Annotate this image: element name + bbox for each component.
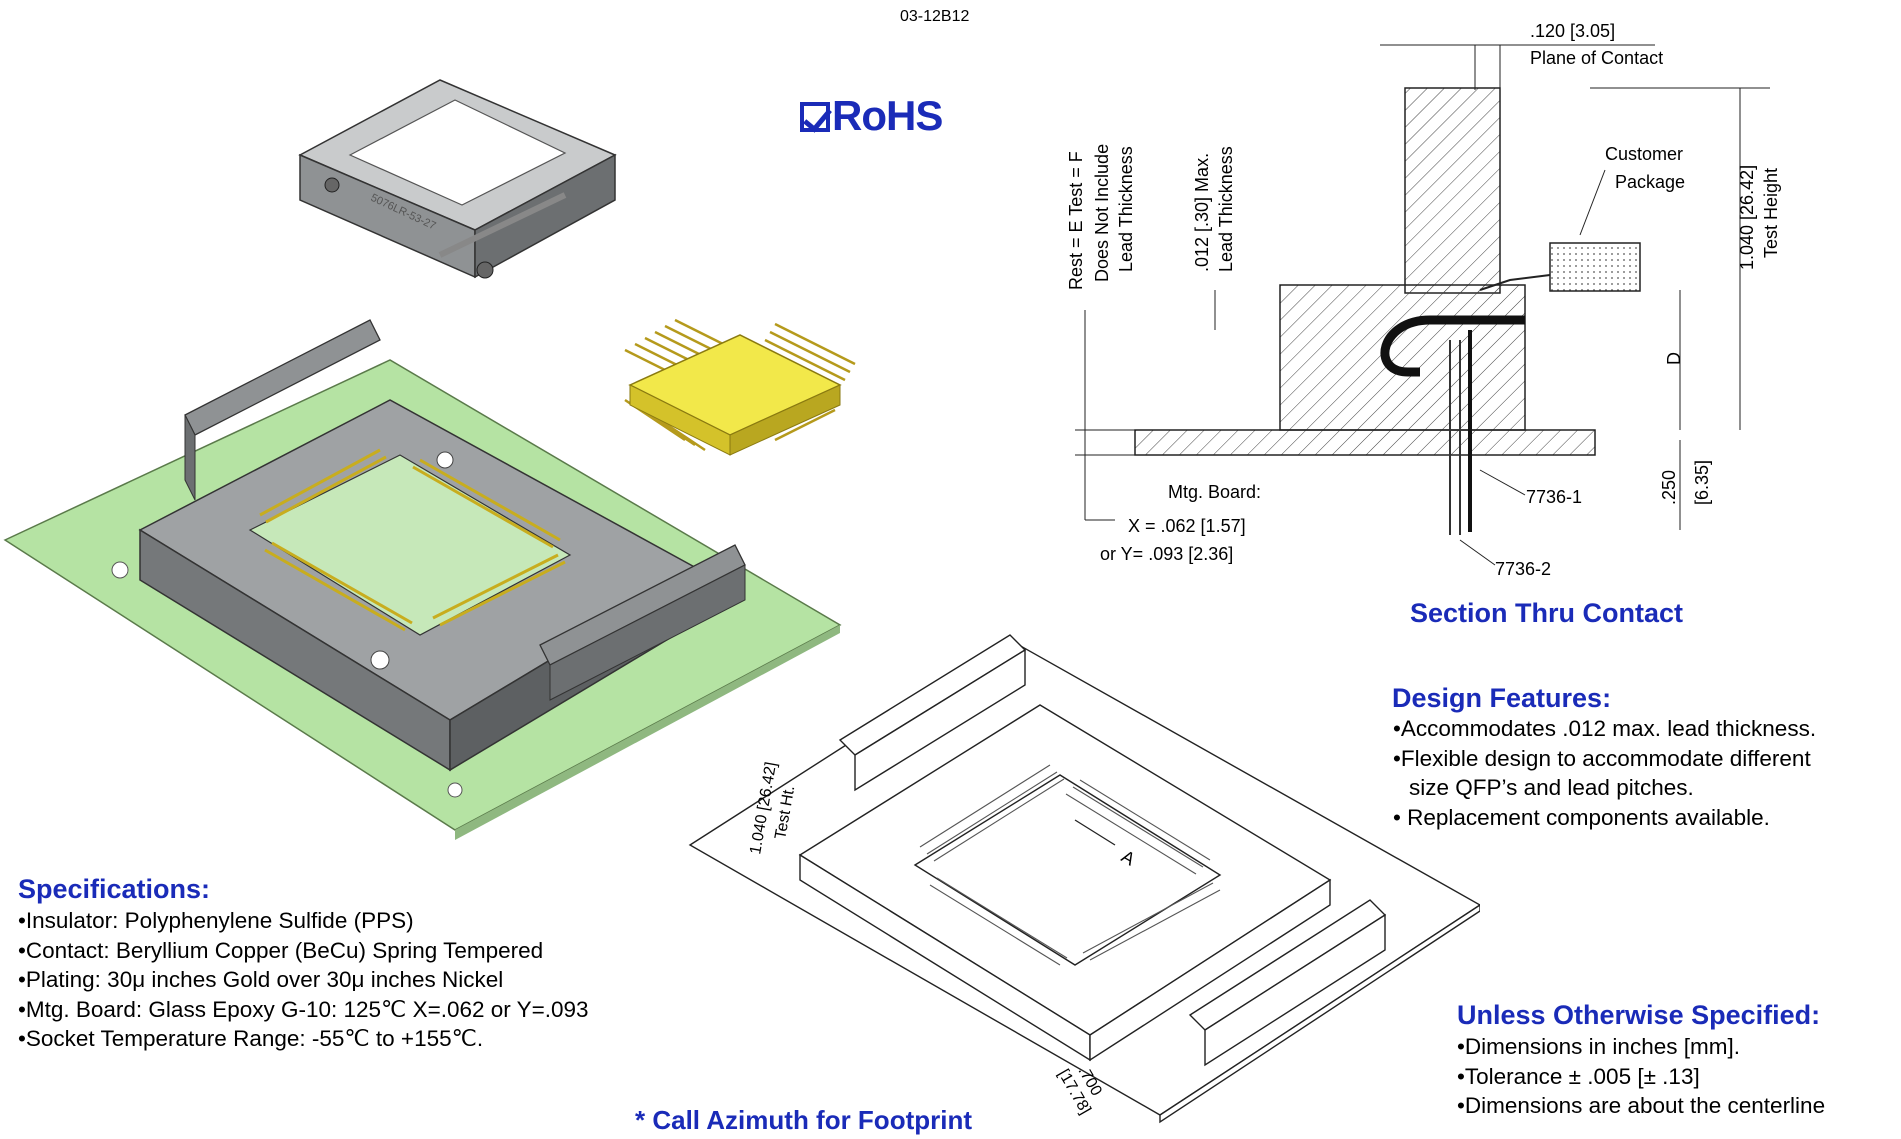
test-height-dim-label: 1.040 [26.42] bbox=[1737, 165, 1757, 270]
dim-120-label: .120 [3.05] bbox=[1530, 21, 1615, 41]
section-thru-contact-title: Section Thru Contact bbox=[1410, 598, 1684, 628]
screw-icon bbox=[476, 261, 494, 279]
document-code: 03-12B12 bbox=[900, 8, 970, 25]
specifications-list: •Insulator: Polyphenylene Sulfide (PPS) … bbox=[18, 906, 589, 1054]
socket-lid-render: 5076LR-53-27 bbox=[298, 79, 617, 279]
socket-line-drawing: A 1.040 [26.42] Test Ht. .700 [17.78] bbox=[688, 634, 1480, 1124]
part-7736-2-label: 7736-2 bbox=[1495, 559, 1551, 579]
customer-label: Customer bbox=[1605, 144, 1683, 164]
d-label: D bbox=[1664, 352, 1684, 365]
screw-icon bbox=[324, 177, 340, 193]
part-7736-1-label: 7736-1 bbox=[1526, 487, 1582, 507]
mtg-board-label: Mtg. Board: bbox=[1168, 482, 1261, 502]
list-item: • Replacement components available. bbox=[1393, 804, 1770, 830]
unless-specified-title: Unless Otherwise Specified: bbox=[1457, 1000, 1821, 1030]
rohs-label: RoHS bbox=[832, 92, 943, 139]
plane-of-contact-label: Plane of Contact bbox=[1530, 48, 1663, 68]
unless-specified-list: •Dimensions in inches [mm]. •Tolerance ±… bbox=[1457, 1032, 1825, 1121]
specifications-title: Specifications: bbox=[18, 874, 211, 904]
package-label: Package bbox=[1615, 172, 1685, 192]
lead-thickness-2-label: Lead Thickness bbox=[1216, 146, 1236, 272]
does-not-include-label: Does Not Include bbox=[1092, 144, 1112, 282]
list-item: •Tolerance ± .005 [± .13] bbox=[1457, 1063, 1700, 1089]
list-item: •Dimensions are about the centerline bbox=[1457, 1093, 1826, 1118]
list-item: •Plating: 30μ inches Gold over 30μ inche… bbox=[18, 967, 504, 992]
list-item: •Mtg. Board: Glass Epoxy G-10: 125℃ X=.0… bbox=[18, 996, 589, 1022]
design-features-title: Design Features: bbox=[1392, 683, 1612, 713]
dim-635-label: [6.35] bbox=[1692, 460, 1712, 505]
qfp-chip-render bbox=[624, 318, 856, 456]
list-item: •Accommodates .012 max. lead thickness. bbox=[1393, 716, 1817, 741]
dim-250-label: .250 bbox=[1659, 470, 1679, 505]
list-item: •Flexible design to accommodate differen… bbox=[1393, 745, 1811, 771]
y-dim-label: or Y= .093 [2.36] bbox=[1100, 544, 1233, 564]
max-012-label: .012 [.30] Max. bbox=[1192, 153, 1212, 272]
list-item: •Socket Temperature Range: -55℃ to +155℃… bbox=[18, 1026, 484, 1051]
rohs-badge: RoHS bbox=[800, 92, 943, 140]
socket-on-board-render bbox=[3, 319, 842, 840]
checkbox-icon bbox=[800, 102, 830, 132]
design-features-list: •Accommodates .012 max. lead thickness. … bbox=[1393, 714, 1816, 832]
rest-test-label: Rest = E Test = F bbox=[1066, 151, 1086, 290]
lead-thickness-label: Lead Thickness bbox=[1116, 146, 1136, 272]
footprint-note: * Call Azimuth for Footprint bbox=[635, 1105, 972, 1135]
x-dim-label: X = .062 [1.57] bbox=[1128, 516, 1246, 536]
list-item: •Insulator: Polyphenylene Sulfide (PPS) bbox=[18, 908, 414, 933]
list-item: •Contact: Beryllium Copper (BeCu) Spring… bbox=[18, 937, 544, 963]
test-height-label: Test Height bbox=[1761, 168, 1781, 258]
section-thru-contact-diagram: .120 [3.05] Plane of Contact Customer Pa… bbox=[1066, 21, 1781, 579]
list-item: size QFP’s and lead pitches. bbox=[1409, 775, 1694, 800]
list-item: •Dimensions in inches [mm]. bbox=[1457, 1034, 1740, 1059]
